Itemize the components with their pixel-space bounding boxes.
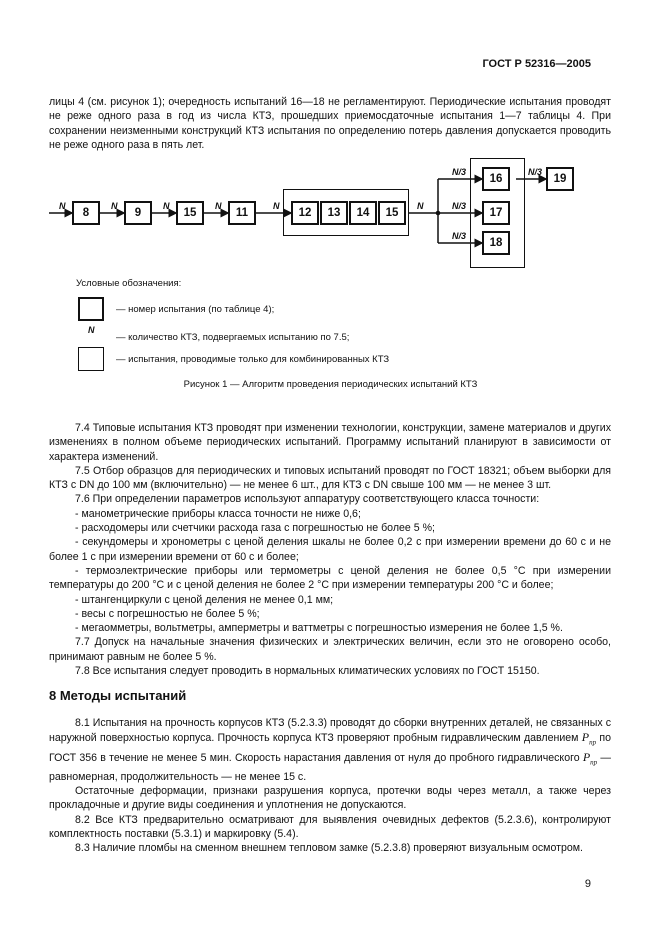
list-item: - манометрические приборы класса точност…: [75, 507, 361, 520]
pressure-symbol: Pпр: [582, 749, 598, 767]
intro-text: лицы 4 (см. рисунок 1); очередность испы…: [49, 96, 611, 151]
legend-n-label: N: [88, 325, 95, 335]
intro-paragraph: лицы 4 (см. рисунок 1); очередность испы…: [49, 95, 611, 152]
list-item: - штангенциркули с ценой деления не мене…: [75, 593, 334, 606]
pressure-symbol: Pпр: [581, 730, 597, 747]
test-box: 12: [291, 201, 319, 225]
test-box: 11: [228, 201, 256, 225]
paragraph: 7.7 Допуск на начальные значения физичес…: [49, 636, 611, 663]
n-label: N: [163, 201, 170, 211]
test-box: 19: [546, 167, 574, 191]
test-box: 17: [482, 201, 510, 225]
paragraph: 8.3 Наличие пломбы на сменном внешнем те…: [75, 842, 583, 855]
list-item: - расходомеры или счетчики расхода газа …: [75, 522, 435, 535]
combined-tests-frame: [283, 189, 409, 236]
test-box: 14: [349, 201, 377, 225]
legend-frame-icon: [78, 347, 104, 371]
paragraph: 7.6 При определении параметров использую…: [75, 493, 540, 506]
test-box: 16: [482, 167, 510, 191]
list-item: - мегаомметры, вольтметры, амперметры и …: [75, 622, 563, 635]
n-label: N: [111, 201, 118, 211]
section-heading: 8 Методы испытаний: [49, 688, 187, 703]
n-label: N: [273, 201, 280, 211]
n3-label: N/3: [452, 201, 467, 211]
paragraph: Остаточные деформации, признаки разрушен…: [49, 784, 611, 812]
list-item: - весы с погрешностью не более 5 %;: [75, 607, 260, 620]
legend-item: — количество КТЗ, подвергаемых испытанию…: [116, 332, 350, 343]
paragraph: 8.1 Испытания на прочность корпусов КТЗ …: [49, 716, 611, 784]
test-box: 15: [378, 201, 406, 225]
n-label: N: [417, 201, 424, 211]
n3-label: N/3: [452, 231, 467, 241]
paragraph: 7.8 Все испытания следует проводить в но…: [75, 665, 540, 678]
n-label: N: [59, 201, 66, 211]
document-header: ГОСТ Р 52316—2005: [482, 58, 591, 70]
test-box: 18: [482, 231, 510, 255]
text-span: — равномерная, продолжительность — не ме…: [49, 751, 611, 783]
n3-label: N/3: [452, 167, 467, 177]
paragraph: 7.4 Типовые испытания КТЗ проводят при и…: [49, 422, 611, 463]
list-item: - секундомеры и хронометры с ценой делен…: [49, 536, 611, 563]
paragraph: 7.5 Отбор образцов для периодических и т…: [49, 464, 611, 492]
legend-item: — номер испытания (по таблице 4);: [116, 304, 275, 315]
test-box: 13: [320, 201, 348, 225]
text-span: по ГОСТ 356 в течение не менее 5 мин. Ск…: [49, 732, 611, 764]
diagram-connectors: [49, 174, 548, 248]
paragraph: 8.2 Все КТЗ предварительно осматривают д…: [49, 813, 611, 840]
test-box: 15: [176, 201, 204, 225]
n-label: N: [215, 201, 222, 211]
section-7-text: 7.4 Типовые испытания КТЗ проводят при и…: [49, 421, 611, 678]
legend-title: Условные обозначения:: [76, 278, 182, 289]
n3-label: N/3: [528, 167, 543, 177]
legend-test-box-icon: [78, 297, 104, 321]
test-box: 9: [124, 201, 152, 225]
text-span: 8.1 Испытания на прочность корпусов КТЗ …: [49, 717, 611, 745]
page-number: 9: [584, 878, 591, 890]
combined-tests-frame: [470, 158, 525, 268]
figure-caption: Рисунок 1 — Алгоритм проведения периодич…: [183, 379, 478, 390]
legend-item: — испытания, проводимые только для комби…: [116, 354, 390, 365]
test-box: 8: [72, 201, 100, 225]
list-item: - термоэлектрические приборы или термоме…: [49, 564, 611, 592]
section-8-text: 8.1 Испытания на прочность корпусов КТЗ …: [49, 716, 611, 855]
